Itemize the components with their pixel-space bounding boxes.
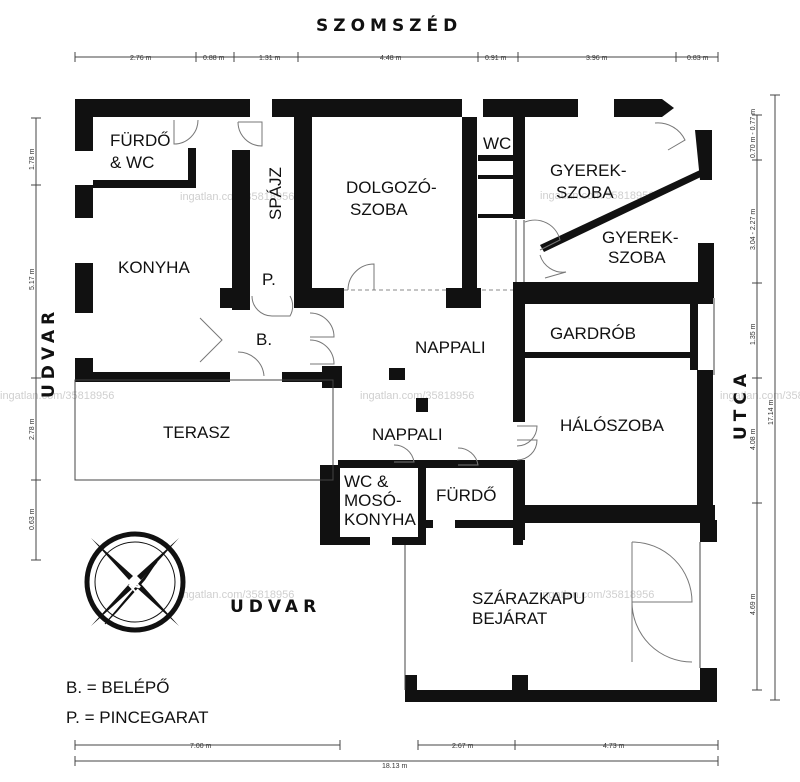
dim-top-1: 2.76 m [130, 55, 152, 62]
dim-bottom-3: 4.73 m [603, 743, 625, 750]
dim-right-3: 1.35 m [750, 323, 757, 345]
door-swings [173, 119, 693, 663]
dim-left-4: 0.63 m [29, 508, 36, 530]
legend-p: P. = PINCEGARAT [66, 708, 209, 727]
room-dolgozo-line2: SZOBA [350, 200, 408, 219]
watermark-5: ingatlan.com/35818956 [720, 390, 800, 402]
compass-icon: N [84, 531, 186, 633]
dim-right-1: 0.70 m - 0.77 m [750, 109, 757, 158]
legend-b: B. = BELÉPŐ [66, 678, 169, 697]
watermarks: ingatlan.com/35818956 ingatlan.com/35818… [0, 190, 800, 601]
side-label-right: UTCA [731, 369, 751, 440]
watermark-7: ingatlan.com/35818956 [540, 589, 654, 601]
side-label-top: SZOMSZÉD [316, 14, 462, 36]
room-szarazkapu-line2: BEJÁRAT [472, 609, 547, 628]
room-p: P. [262, 270, 276, 289]
watermark-6: ingatlan.com/35818956 [180, 589, 294, 601]
dimension-labels: 2.76 m 0.88 m 1.31 m 4.48 m 0.91 m 3.96 … [29, 55, 775, 770]
room-wc-moso-line2: MOSÓ- [344, 491, 402, 510]
room-furdo-wc-line1: FÜRDŐ [110, 131, 170, 150]
room-spajz: SPÁJZ [266, 167, 285, 220]
room-wc: WC [483, 134, 511, 153]
dim-top-4: 4.48 m [380, 55, 402, 62]
room-labels: FÜRDŐ & WC SPÁJZ DOLGOZÓ- SZOBA WC GYERE… [110, 131, 679, 628]
dim-right-4: 4.08 m [750, 428, 757, 450]
walls [75, 99, 717, 702]
room-terasz: TERASZ [163, 423, 230, 442]
room-gyerek1-line1: GYEREK- [550, 161, 627, 180]
dimension-lines [31, 52, 780, 766]
room-haloszoba: HÁLÓSZOBA [560, 416, 665, 435]
dim-bottom-total: 18.13 m [382, 763, 407, 770]
dim-top-7: 0.83 m [687, 55, 709, 62]
room-dolgozo-line1: DOLGOZÓ- [346, 178, 437, 197]
room-furdo-wc-line2: & WC [110, 153, 154, 172]
room-gyerek2-line2: SZOBA [608, 248, 666, 267]
room-szarazkapu-line1: SZÁRAZKAPU [472, 589, 585, 608]
watermark-2: ingatlan.com/35818956 [540, 190, 654, 202]
dim-bottom-2: 2.67 m [452, 743, 474, 750]
watermark-4: ingatlan.com/35818956 [360, 390, 474, 402]
room-gardrob: GARDRÓB [550, 324, 636, 343]
dim-top-6: 3.96 m [586, 55, 608, 62]
dim-right-2: 3.04 - 2.27 m [750, 209, 757, 250]
room-gyerek1-line2: SZOBA [556, 183, 614, 202]
room-wc-moso-line3: KONYHA [344, 510, 416, 529]
room-konyha: KONYHA [118, 258, 190, 277]
room-nappali-2: NAPPALI [372, 425, 443, 444]
dim-left-3: 2.78 m [29, 418, 36, 440]
dim-top-3: 1.31 m [259, 55, 281, 62]
dim-bottom-1: 7.00 m [190, 743, 212, 750]
dim-top-2: 0.88 m [203, 55, 225, 62]
room-nappali-1: NAPPALI [415, 338, 486, 357]
room-b: B. [256, 330, 272, 349]
dim-right-total: 17.14 m [768, 400, 775, 425]
room-wc-moso-line1: WC & [344, 472, 389, 491]
side-label-bottom-left: UDVAR [230, 597, 321, 617]
side-label-left: UDVAR [39, 307, 59, 398]
watermark-3: ingatlan.com/35818956 [0, 390, 114, 402]
dim-top-5: 0.91 m [485, 55, 507, 62]
outlines [74, 220, 715, 690]
room-furdo2: FÜRDŐ [436, 486, 496, 505]
dim-left-1: 1.78 m [29, 148, 36, 170]
room-gyerek2-line1: GYEREK- [602, 228, 679, 247]
dim-left-2: 5.17 m [29, 268, 36, 290]
dim-right-5: 4.69 m [750, 593, 757, 615]
